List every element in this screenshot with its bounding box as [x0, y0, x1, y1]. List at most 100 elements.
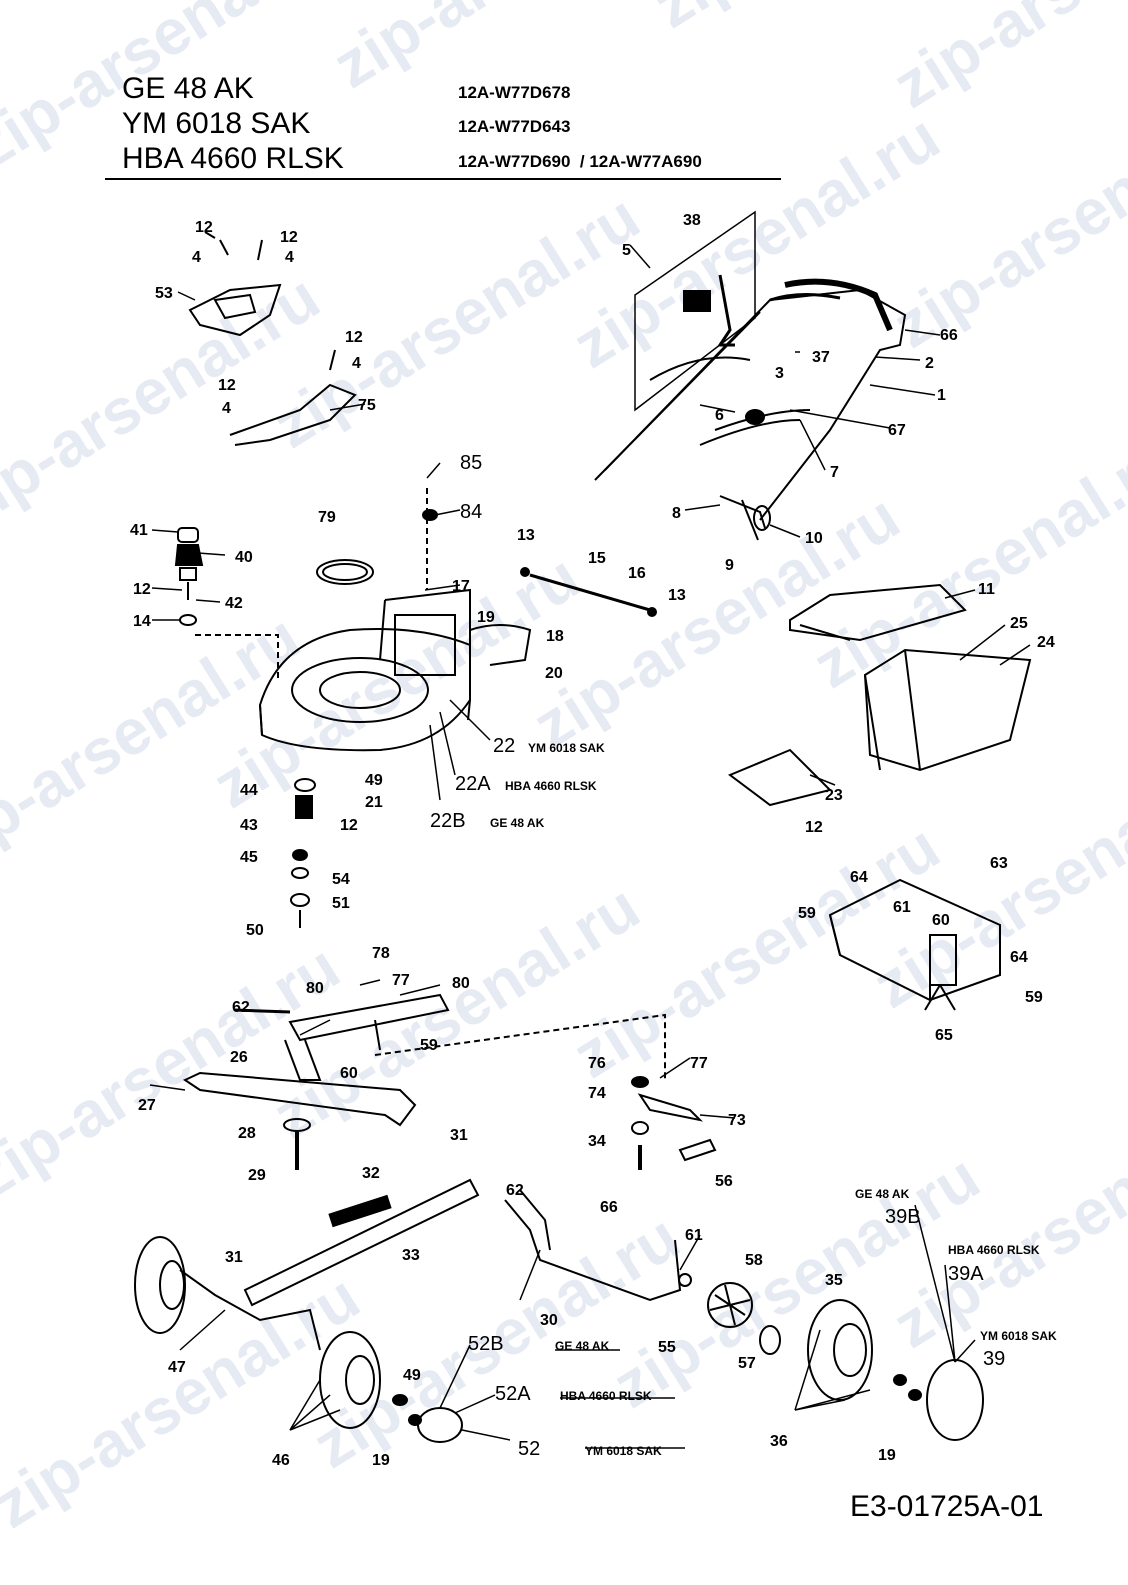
callout-36: 36 [770, 1433, 788, 1450]
callout-80b: 80 [306, 980, 324, 997]
callout-19c: 19 [878, 1447, 896, 1464]
callout-12b: 12 [280, 229, 298, 246]
callout-45: 45 [240, 849, 258, 866]
callout-67: 67 [888, 422, 906, 439]
callout-13b: 13 [668, 587, 686, 604]
engine-adapter [828, 878, 1001, 1011]
callout-74: 74 [588, 1085, 606, 1102]
callout-1: 1 [937, 387, 946, 404]
callout-4d: 4 [222, 400, 231, 417]
callout-52: 52 [518, 1438, 540, 1460]
callout-78: 78 [372, 945, 390, 962]
callout-34: 34 [588, 1133, 606, 1150]
callout-6: 6 [715, 407, 724, 424]
model-name-2: YM 6018 SAK [122, 107, 311, 140]
callout-35: 35 [825, 1272, 843, 1289]
callout-11: 11 [978, 581, 995, 598]
callout-55: 55 [658, 1339, 676, 1356]
callout-33: 33 [402, 1247, 420, 1264]
rear-flap-parts [188, 231, 357, 446]
callout-38: 38 [683, 212, 701, 229]
model-code-1: 12A-W77D678 [458, 83, 571, 102]
callout-46: 46 [272, 1452, 290, 1469]
callout-73: 73 [728, 1112, 746, 1129]
callout-63: 63 [990, 855, 1008, 872]
callout-22b: 22B [430, 810, 466, 832]
callout-41: 41 [130, 522, 148, 539]
callout-26: 26 [230, 1049, 248, 1066]
callout-47: 47 [168, 1359, 186, 1376]
model-name-3: HBA 4660 RLSK [122, 142, 344, 175]
callout-53: 53 [155, 285, 173, 302]
adjust-lever-parts [631, 1076, 717, 1170]
callout-64b: 64 [1010, 949, 1028, 966]
callout-39a: 39A [948, 1263, 984, 1285]
callout-12g: 12 [805, 819, 823, 836]
model-code-3: 12A-W77D690 / 12A-W77A690 [458, 152, 702, 171]
callout-57: 57 [738, 1355, 756, 1372]
mower-deck [195, 488, 532, 752]
callout-56: 56 [715, 1173, 733, 1190]
callout-59c: 59 [1025, 989, 1043, 1006]
callout-75: 75 [358, 397, 376, 414]
callout-44: 44 [240, 782, 258, 799]
callout-31b: 31 [225, 1249, 243, 1266]
callout-3: 3 [775, 365, 784, 382]
callout-4c: 4 [352, 355, 361, 372]
callout-19b: 19 [372, 1452, 390, 1469]
callout-76: 76 [588, 1055, 606, 1072]
callout-60: 60 [340, 1065, 358, 1082]
variant-note-52: YM 6018 SAK [585, 1444, 662, 1458]
rear-axle-and-wheels [504, 1189, 984, 1441]
callout-27: 27 [138, 1097, 156, 1114]
callout-19a: 19 [477, 609, 495, 626]
callout-4a: 4 [192, 249, 201, 266]
callout-52b: 52B [468, 1333, 504, 1355]
callout-64a: 64 [850, 869, 868, 886]
variant-note-22: YM 6018 SAK [528, 741, 605, 755]
callout-39b: 39B [885, 1206, 921, 1228]
callout-12d: 12 [218, 377, 236, 394]
model-code-2: 12A-W77D643 [458, 117, 571, 136]
callout-60b: 60 [932, 912, 950, 929]
callout-65: 65 [935, 1027, 953, 1044]
callout-43: 43 [240, 817, 258, 834]
callout-labels: 1 2 3 5 6 7 8 9 10 11 12 12 12 12 12 12 … [130, 212, 1057, 1469]
drawing-number: E3-01725A-01 [850, 1490, 1044, 1523]
callout-77b: 77 [690, 1055, 708, 1072]
variant-note-39: YM 6018 SAK [980, 1329, 1057, 1343]
callout-40: 40 [235, 549, 253, 566]
blade-assembly [182, 778, 666, 1170]
callout-80a: 80 [452, 975, 470, 992]
parts-drawing [134, 210, 1032, 1449]
callout-85: 85 [460, 452, 482, 474]
callout-12f: 12 [340, 817, 358, 834]
callout-62b: 62 [506, 1182, 524, 1199]
callout-61b: 61 [893, 899, 911, 916]
callout-15: 15 [588, 550, 606, 567]
callout-12a: 12 [195, 219, 213, 236]
variant-note-52a: HBA 4660 RLSK [560, 1389, 652, 1403]
callout-52a: 52A [495, 1383, 531, 1405]
callout-14: 14 [133, 613, 151, 630]
variant-note-52b: GE 48 AK [555, 1339, 610, 1353]
callout-50: 50 [246, 922, 264, 939]
callout-12c: 12 [345, 329, 363, 346]
callout-29: 29 [248, 1167, 266, 1184]
callout-42: 42 [225, 595, 243, 612]
callout-22a: 22A [455, 773, 491, 795]
callout-8: 8 [672, 505, 681, 522]
grass-catcher [728, 583, 1032, 807]
callout-62: 62 [232, 999, 250, 1016]
callout-32: 32 [362, 1165, 380, 1182]
callout-79: 79 [318, 509, 336, 526]
callout-12e: 12 [133, 581, 151, 598]
callout-77a: 77 [392, 972, 410, 989]
callout-84: 84 [460, 501, 482, 523]
callout-59b: 59 [798, 905, 816, 922]
callout-16: 16 [628, 565, 646, 582]
callout-13a: 13 [517, 527, 535, 544]
callout-54: 54 [332, 871, 350, 888]
callout-30: 30 [540, 1312, 558, 1329]
